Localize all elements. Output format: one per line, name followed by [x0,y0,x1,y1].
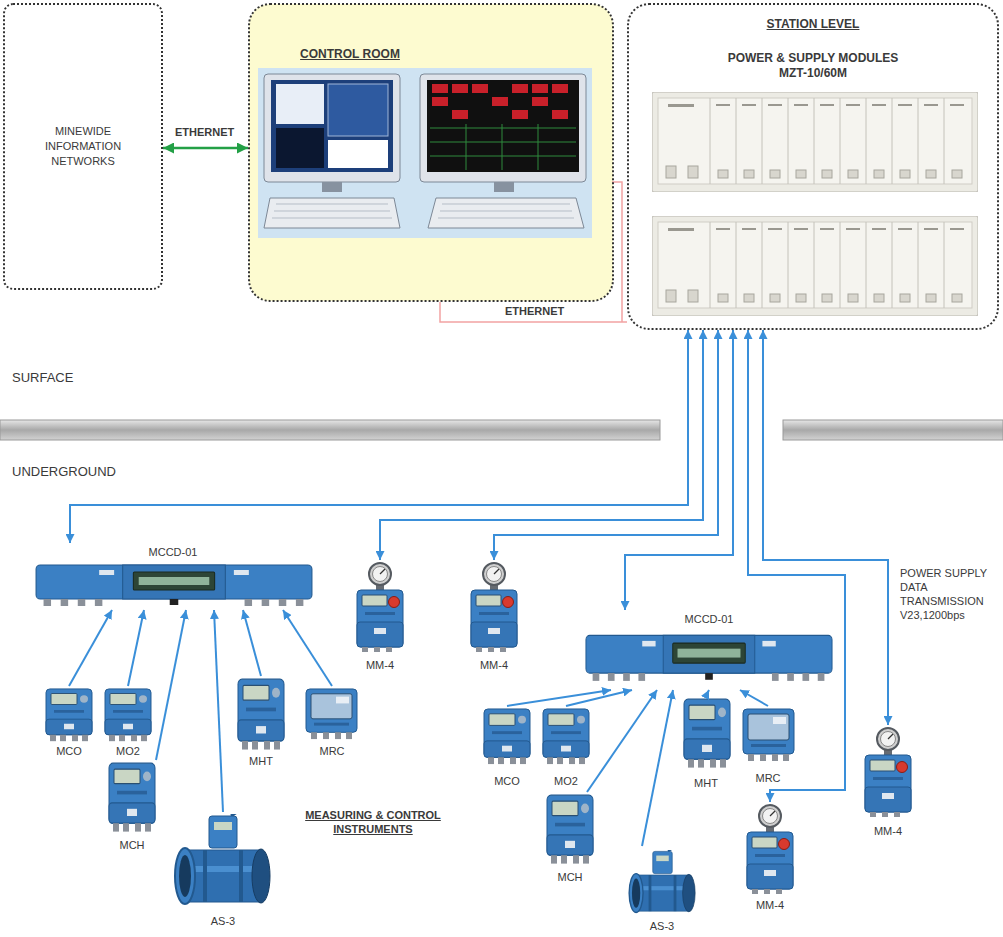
power-module-rack [652,92,978,192]
node-label: MCH [119,839,144,852]
sensor-picture [238,679,284,749]
connector-arrow [740,690,768,706]
sensor-picture [684,699,730,767]
power-module-rack [652,216,978,316]
sensor-device: MHT [678,696,734,790]
connector-arrow [70,330,688,543]
node-label: STATION LEVEL [629,17,997,31]
node-label: MM-4 [480,659,508,672]
node-label: MCO [56,745,82,758]
sensor-device: MO2 [538,706,594,788]
connector-arrow [128,610,144,686]
methanometer-picture [865,728,911,817]
network-box: MINEWIDE INFORMATION NETWORKS [3,3,163,290]
node-label: MHT [249,755,273,768]
sensor-picture [743,709,794,761]
connector-arrow [440,302,627,322]
node-label: CONTROL ROOM [250,47,450,61]
connector-arrow [214,610,223,812]
connector-arrow [283,610,332,686]
connector-arrow [156,610,186,760]
sensor-picture [484,709,530,764]
node-label: MCO [494,775,520,788]
methanometer-device: MM-4 [348,560,412,672]
station-box: STATION LEVEL POWER & SUPPLY MODULES MZT-… [627,3,999,330]
control-room-box: CONTROL ROOM [248,3,614,302]
anemometer-device: AS-3 [172,812,274,928]
connector-arrow [642,690,673,846]
concentrator-device: MCCD-01 [28,543,318,610]
surface-bar [783,420,1003,440]
sensor-picture [109,763,155,831]
connector-label: ETHERNET [503,305,566,318]
computer-illustration [258,68,592,238]
sensor-picture [306,689,357,739]
concentrator-picture [36,565,312,606]
connector-arrow [763,330,888,725]
connector-arrow [566,690,632,706]
region-label: UNDERGROUND [12,465,116,479]
surface-bar [0,420,660,440]
sensor-picture [547,795,593,863]
connector-label: ETHERNET [173,126,236,139]
node-label: MM-4 [366,659,394,672]
node-label: MCH [557,871,582,884]
note-label: POWER SUPPLY DATA TRANSMISSION V23,1200b… [900,566,996,622]
node-label: MM-4 [756,899,784,912]
sensor-picture [46,689,92,741]
region-label: SURFACE [12,371,73,385]
connector-arrow [69,610,112,686]
sensor-device: MHT [232,676,290,768]
anemometer-device: AS-3 [612,846,712,933]
connector-arrow [625,330,733,610]
connector-arrow [748,330,845,802]
methanometer-picture [357,563,403,652]
node-label: AS-3 [211,915,235,928]
node-label: MRC [755,772,780,785]
connector-arrow [706,690,709,696]
node-label: MINEWIDE INFORMATION NETWORKS [33,124,133,169]
methanometer-device: MM-4 [462,560,526,672]
methanometer-picture [471,563,517,652]
node-label: MO2 [554,775,578,788]
methanometer-device: MM-4 [858,725,918,838]
sensor-device: MCO [478,706,536,788]
control-room-fill [249,4,613,301]
node-label: MO2 [116,745,140,758]
anemometer-picture [629,846,695,913]
sensor-device: MCH [104,760,160,852]
node-label: MM-4 [874,825,902,838]
group-label: MEASURING & CONTROL INSTRUMENTS [298,808,448,836]
connector-arrow [380,330,703,560]
sensor-device: MO2 [100,686,156,758]
concentrator-picture [586,635,832,681]
node-subtitle: POWER & SUPPLY MODULES MZT-10/60M [713,51,913,81]
sensor-device: MCO [40,686,98,758]
methanometer-picture [747,805,793,894]
node-label: MHT [694,777,718,790]
node-label: MCCD-01 [149,546,198,559]
connector-arrow [587,690,657,792]
connector-arrow [243,610,261,676]
node-label: MCCD-01 [685,613,734,626]
sensor-device: MCH [542,792,598,884]
node-label: AS-3 [650,920,674,933]
sensor-device: MRC [302,686,362,758]
sensor-device: MRC [738,706,798,785]
connector-arrow [163,147,248,150]
methanometer-device: MM-4 [740,802,800,912]
anemometer-picture [175,808,270,904]
sensor-picture [105,689,151,741]
connector-arrow [494,330,718,560]
node-label: MRC [319,745,344,758]
sensor-picture [543,709,589,764]
concentrator-device: MCCD-01 [580,610,838,690]
